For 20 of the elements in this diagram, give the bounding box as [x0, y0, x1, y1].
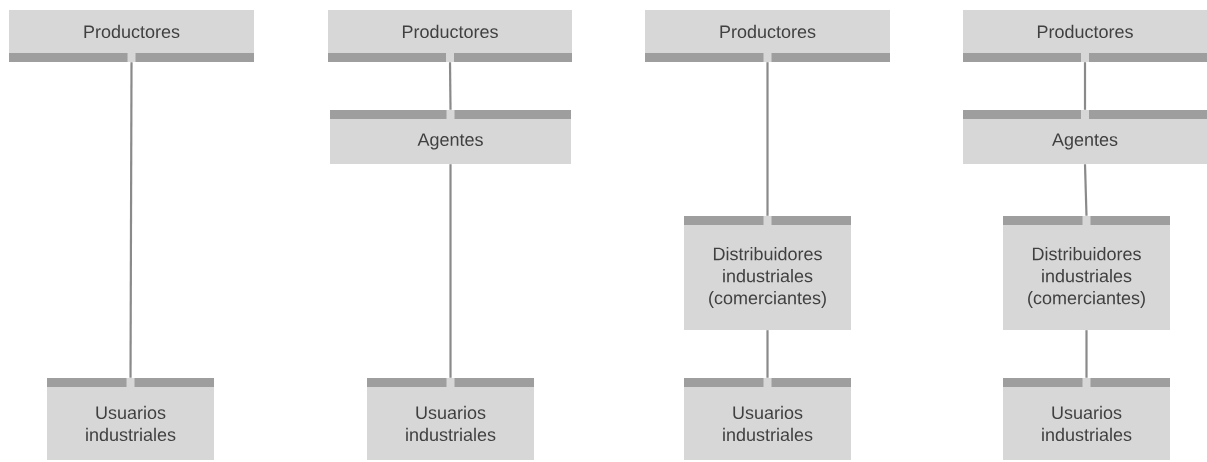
connector-line	[766, 62, 769, 216]
connector-line	[1085, 330, 1088, 378]
process-box: Productores	[963, 10, 1207, 62]
process-box: Distribuidores industriales (comerciantes)	[1003, 216, 1170, 330]
process-box: Productores	[328, 10, 572, 62]
process-box: Usuarios industriales	[47, 378, 214, 460]
connector-line	[1083, 62, 1087, 110]
process-box: Distribuidores industriales (comerciantes)	[684, 216, 851, 330]
process-box: Productores	[9, 10, 254, 62]
process-box: Agentes	[330, 110, 571, 164]
connector-line	[449, 164, 452, 378]
process-box: Usuarios industriales	[684, 378, 851, 460]
process-box: Productores	[645, 10, 890, 62]
process-box: Usuarios industriales	[367, 378, 534, 460]
process-box: Usuarios industriales	[1003, 378, 1170, 460]
connector-line	[129, 62, 133, 378]
process-box: Agentes	[963, 110, 1207, 164]
connector-line	[1083, 164, 1088, 216]
connector-line	[766, 330, 769, 378]
connector-line	[448, 62, 452, 110]
